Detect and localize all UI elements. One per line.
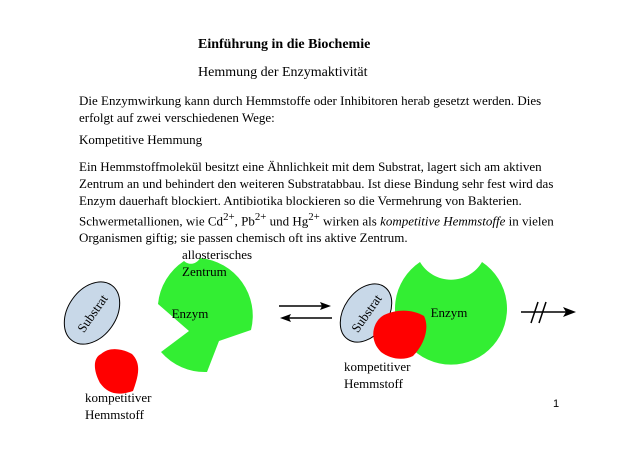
allosteric-center-label: allosterisches Zentrum xyxy=(182,246,252,280)
intro-paragraph: Die Enzymwirkung kann durch Hemmstoffe o… xyxy=(79,93,542,125)
body-text-part2: in vielen Organismen giftig; sie passen … xyxy=(79,213,554,246)
body-sep2: und Hg xyxy=(266,213,309,229)
body-paragraph: Ein Hemmstoffmolekül besitzt eine Ähnlic… xyxy=(79,158,579,246)
body-sep1: , Pb xyxy=(234,213,255,229)
page-number: 1 xyxy=(553,398,560,410)
blocked-reaction-arrow xyxy=(521,301,576,324)
inhibitor-left-line2: Hemmstoff xyxy=(85,407,144,422)
inhibitor-label-left: kompetitiver Hemmstoff xyxy=(85,389,151,423)
body-emphasis: kompetitive Hemmstoffe xyxy=(380,213,506,229)
body-text-part1: Ein Hemmstoffmolekül besitzt eine Ähnlic… xyxy=(79,159,554,229)
enzyme-label-right: Enzym xyxy=(431,305,468,320)
substrate-shape-left xyxy=(63,281,121,345)
enzyme-shape-left xyxy=(158,258,253,373)
cd-charge: 2+ xyxy=(223,211,235,223)
inhibitor-right-line2: Hemmstoff xyxy=(344,376,403,391)
body-sep3: wirken als xyxy=(319,213,381,229)
document-title: Einführung in die Biochemie xyxy=(198,37,371,52)
section-heading: Kompetitive Hemmung xyxy=(79,132,203,147)
enzyme-label-left: Enzym xyxy=(172,306,209,321)
equilibrium-arrows xyxy=(279,302,332,322)
inhibitor-shape-left xyxy=(94,349,139,394)
allosteric-label-line2: Zentrum xyxy=(182,264,227,279)
inhibitor-shape-right xyxy=(373,310,427,359)
allosteric-label-line1: allosterisches xyxy=(182,247,253,262)
pb-charge: 2+ xyxy=(254,211,267,223)
inhibitor-right-line1: kompetitiver xyxy=(344,359,411,374)
hg-charge: 2+ xyxy=(308,211,320,223)
document-subtitle: Hemmung der Enzymaktivität xyxy=(198,65,368,80)
inhibitor-left-line1: kompetitiver xyxy=(85,390,152,405)
inhibitor-label-right: kompetitiver Hemmstoff xyxy=(344,358,410,392)
